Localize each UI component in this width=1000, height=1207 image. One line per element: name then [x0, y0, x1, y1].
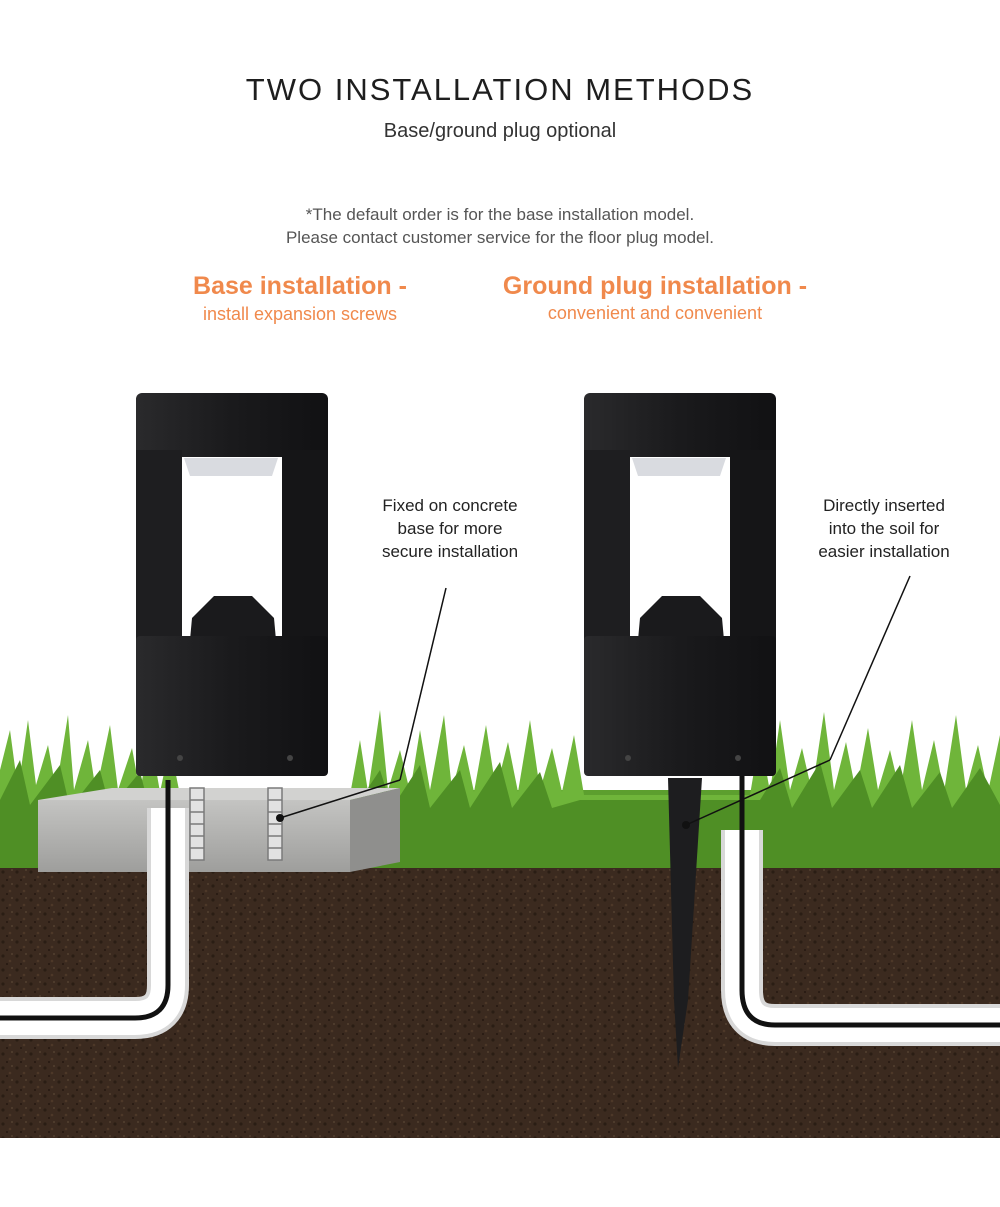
callout-ground-line-2: into the soil for	[828, 519, 940, 538]
callout-base-line-3: secure installation	[381, 542, 519, 561]
method-title-base: Base installation -	[193, 272, 407, 300]
expansion-screw-left	[189, 787, 205, 861]
method-title-ground-plug: Ground plug installation -	[502, 272, 808, 300]
note-line-1: *The default order is for the base insta…	[305, 205, 695, 224]
page-title: TWO INSTALLATION METHODS	[245, 72, 755, 107]
callout-base-line-2: base for more	[397, 519, 503, 538]
expansion-screw-right	[267, 787, 283, 861]
callout-base-line-1: Fixed on concrete	[382, 496, 518, 515]
callout-line-right	[682, 575, 911, 829]
concrete-base	[38, 788, 400, 872]
callout-text-base: Fixed on concrete base for more secure i…	[360, 494, 540, 563]
page-subtitle: Base/ground plug optional	[383, 120, 617, 142]
method-subtitle-ground-plug: convenient and convenient	[547, 303, 763, 323]
bollard-lamp-left	[136, 393, 328, 776]
conduit-right	[721, 775, 1000, 1046]
callout-line-left	[276, 587, 447, 822]
note-line-2: Please contact customer service for the …	[285, 228, 715, 247]
callout-text-ground-plug: Directly inserted into the soil for easi…	[796, 494, 972, 563]
default-order-note: *The default order is for the base insta…	[0, 203, 1000, 249]
callout-ground-line-1: Directly inserted	[823, 496, 945, 515]
bollard-lamp-right	[584, 393, 776, 776]
conduit-left	[0, 780, 189, 1039]
ground-spike	[668, 778, 702, 1068]
method-subtitle-base: install expansion screws	[202, 304, 398, 324]
callout-ground-line-3: easier installation	[818, 542, 950, 561]
